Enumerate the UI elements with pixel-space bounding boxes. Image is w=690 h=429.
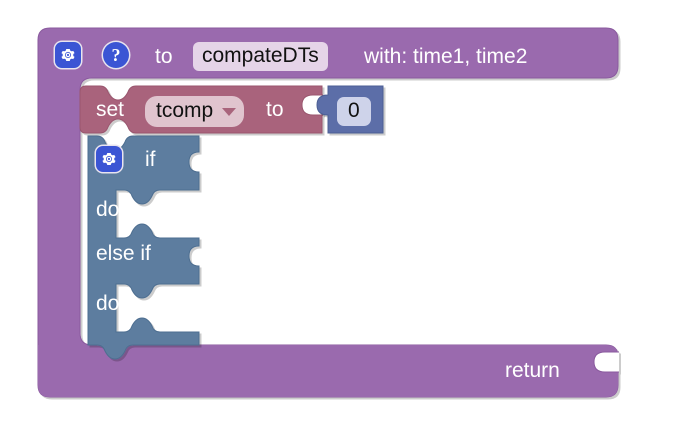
question-mark-icon[interactable]: ? bbox=[103, 42, 129, 68]
if-row-label: if bbox=[145, 148, 156, 171]
procedure-to-label: to bbox=[155, 45, 173, 68]
gear-icon[interactable] bbox=[55, 42, 81, 68]
else-if-row-label: else if bbox=[96, 242, 151, 265]
chevron-down-icon bbox=[222, 107, 237, 116]
variable-name-label: tcomp bbox=[156, 99, 214, 122]
set-label: set bbox=[96, 98, 125, 121]
else-if-do-row-label: do bbox=[96, 292, 120, 315]
if-block-gear-icon[interactable] bbox=[96, 146, 122, 172]
number-input[interactable]: 0 bbox=[337, 97, 371, 126]
variable-dropdown[interactable]: tcomp bbox=[145, 96, 245, 127]
if-block-shape[interactable] bbox=[87, 135, 200, 360]
procedure-block-shape[interactable] bbox=[37, 27, 619, 398]
return-label: return bbox=[505, 359, 560, 382]
if-do-row-label: do bbox=[96, 198, 120, 221]
set-to-label: to bbox=[266, 98, 284, 121]
procedure-name-field[interactable]: compateDTs bbox=[193, 42, 328, 71]
procedure-params-label: with: time1, time2 bbox=[364, 45, 528, 68]
